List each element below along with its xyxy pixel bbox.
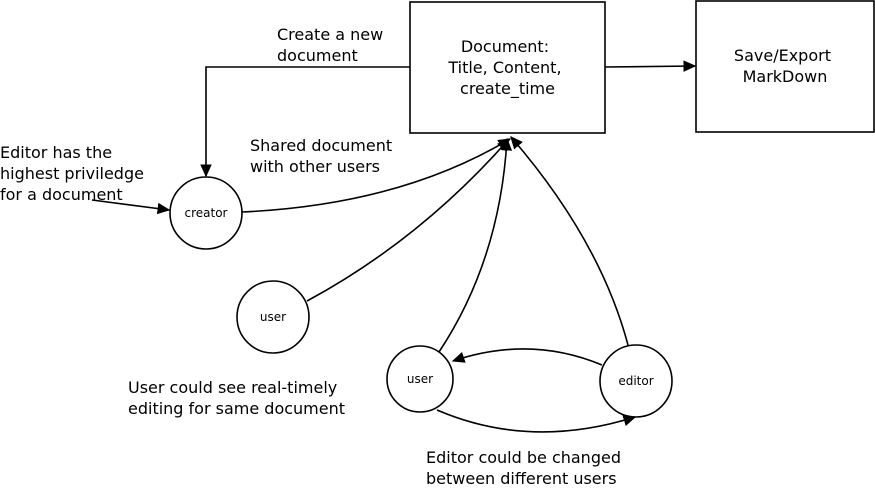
edge-user-bottom-to-editor [436, 409, 637, 433]
annotation-line: for a document [0, 185, 123, 204]
user-node-bottom: user [386, 345, 454, 413]
annotation-line: Editor could be changed [426, 448, 621, 467]
annotation-create-new-document: Create a new document [277, 25, 388, 65]
edge-user-left-to-document [306, 138, 510, 302]
document-box-line: Document: [461, 37, 549, 56]
editor-node-label: editor [618, 374, 653, 388]
save-export-box-line: Save/Export [734, 46, 831, 65]
edge-editor-to-document [510, 136, 629, 346]
annotation-editor-privilege: Editor has the highest priviledge for a … [0, 143, 149, 204]
annotation-line: document [277, 46, 358, 65]
creator-node-label: creator [185, 206, 228, 220]
annotation-line: between different users [426, 469, 617, 488]
save-export-box: Save/Export MarkDown [695, 0, 875, 133]
annotation-line: Create a new [277, 25, 383, 44]
annotation-realtime-editing: User could see real-timely editing for s… [128, 378, 345, 418]
annotation-line: User could see real-timely [128, 378, 337, 397]
annotation-line: with other users [250, 157, 380, 176]
document-box-line: create_time [460, 79, 555, 99]
annotation-editor-changed: Editor could be changed between differen… [426, 448, 626, 488]
creator-node: creator [169, 176, 243, 250]
edge-document-to-save-export [604, 60, 697, 72]
editor-node: editor [599, 344, 673, 418]
user-node-bottom-label: user [407, 372, 433, 386]
document-box: Document: Title, Content, create_time [409, 1, 606, 134]
document-box-label: Document: Title, Content, create_time [447, 37, 566, 99]
edge-creator-to-document [241, 138, 512, 213]
edge-user-bottom-to-document [438, 137, 513, 353]
save-export-box-label: Save/Export MarkDown [734, 46, 836, 86]
user-node-left: user [236, 280, 310, 354]
save-export-box-line: MarkDown [743, 67, 828, 86]
document-box-line: Title, Content, [447, 58, 561, 77]
annotation-line: Editor has the [0, 143, 112, 162]
edge-annotation-to-creator [91, 199, 171, 215]
edges [91, 60, 697, 433]
annotation-line: editing for same document [128, 399, 345, 418]
annotation-line: highest priviledge [0, 164, 144, 183]
annotation-shared-document: Shared document with other users [250, 136, 397, 176]
edge-document-to-creator [200, 66, 410, 178]
annotation-line: Shared document [250, 136, 392, 155]
user-node-left-label: user [260, 310, 286, 324]
edge-editor-to-user-bottom [451, 348, 603, 366]
